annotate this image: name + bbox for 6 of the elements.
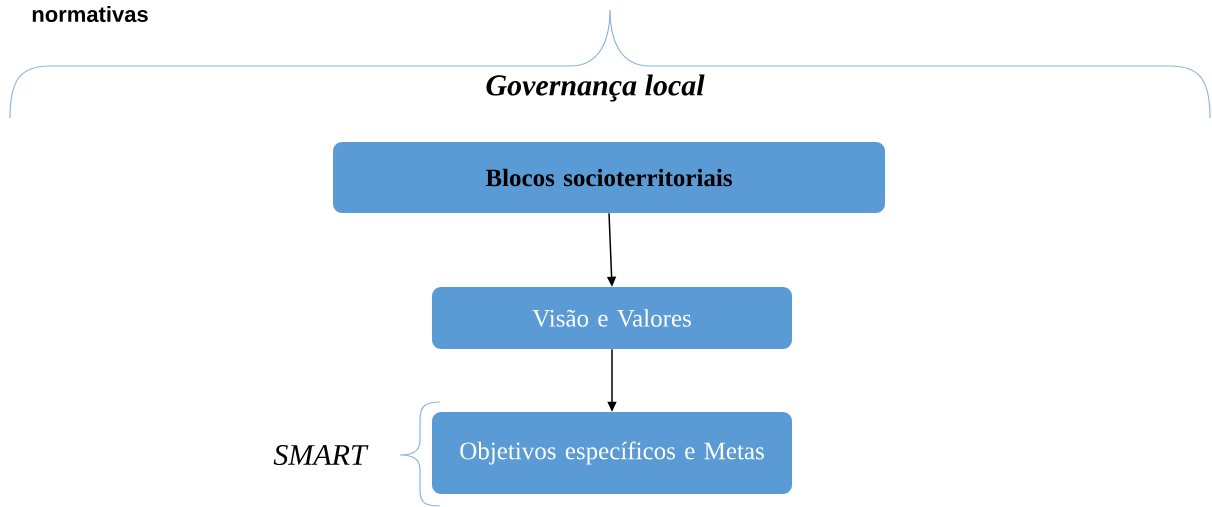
brace-label: SMART — [273, 444, 369, 466]
brace-label: Governança local — [486, 74, 705, 102]
process-box: Blocos socioterritoriais — [333, 142, 885, 213]
heading: normativas — [32, 5, 148, 23]
process-box: Objetivos específicos e Metas — [432, 412, 792, 494]
process-box: Visão e Valores — [432, 287, 792, 349]
